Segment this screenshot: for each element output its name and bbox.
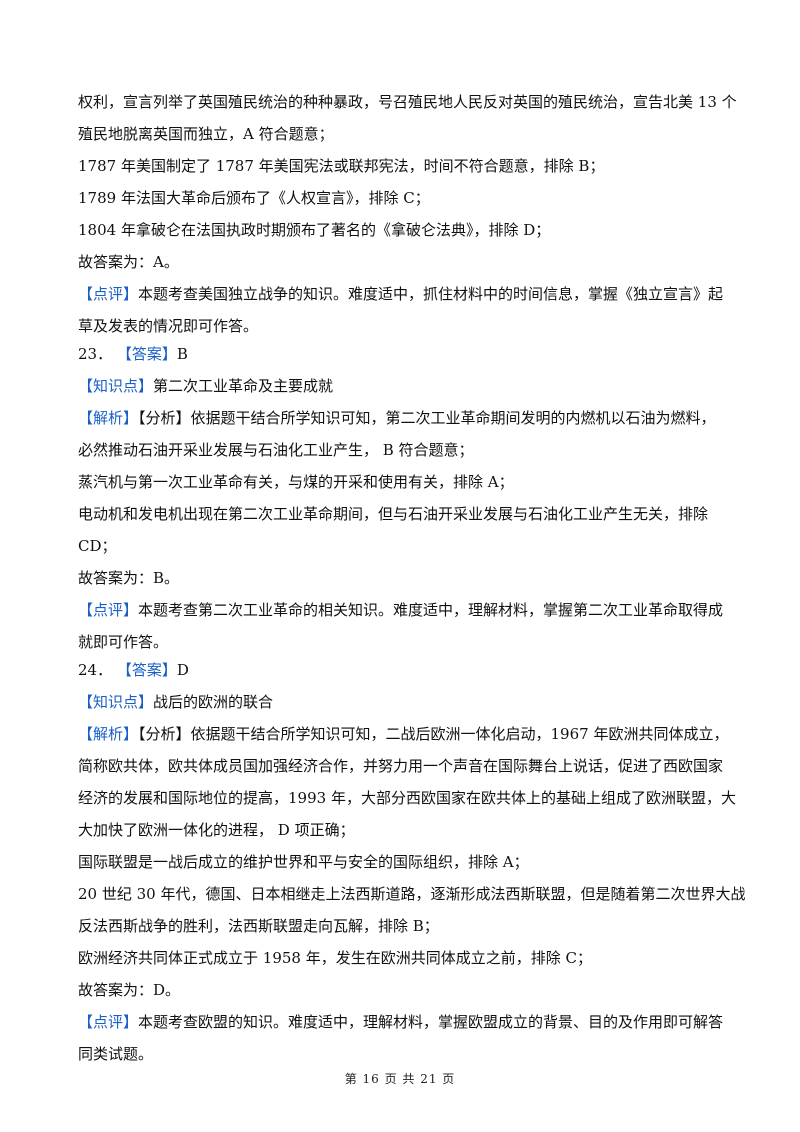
text-line: CD； bbox=[78, 537, 117, 555]
text-line: 殖民地脱离英国而独立，A 符合题意； bbox=[78, 125, 334, 143]
comment-text: 本题考查欧盟的知识。难度适中，理解材料，掌握欧盟成立的背景、目的及作用即可解答 bbox=[138, 1013, 724, 1031]
answer-tag: 【答案】 bbox=[116, 345, 177, 363]
knowledge-point-line: 【知识点】第二次工业革命及主要成就 bbox=[78, 375, 728, 397]
knowledge-point-tag: 【知识点】 bbox=[78, 693, 154, 711]
comment-text: 本题考查美国独立战争的知识。难度适中，抓住材料中的时间信息，掌握《独立宣言》起 bbox=[138, 285, 724, 303]
text-line: 20 世纪 30 年代，德国、日本相继走上法西斯道路，逐渐形成法西斯联盟，但是随… bbox=[78, 885, 746, 903]
text-line: 大加快了欧洲一体化的进程， D 项正确； bbox=[78, 821, 355, 839]
text-line: 1789 年法国大革命后颁布了《人权宣言》，排除 C； bbox=[78, 189, 430, 207]
answer-tag: 【答案】 bbox=[116, 661, 177, 679]
text-line: 就即可作答。 bbox=[78, 633, 169, 651]
analysis-line: 【解析】【分析】依据题干结合所学知识可知，二战后欧洲一体化启动，1967 年欧洲… bbox=[78, 723, 728, 745]
text-line: 草及发表的情况即可作答。 bbox=[78, 317, 259, 335]
text-line: 经济的发展和国际地位的提高，1993 年，大部分西欧国家在欧共体上的基础上组成了… bbox=[78, 789, 736, 807]
comment-text: 本题考查第二次工业革命的相关知识。难度适中，理解材料，掌握第二次工业革命取得成 bbox=[138, 601, 724, 619]
analysis-tag: 【解析】 bbox=[78, 409, 139, 427]
knowledge-point-line: 【知识点】战后的欧洲的联合 bbox=[78, 691, 728, 713]
text-line: 同类试题。 bbox=[78, 1045, 154, 1063]
answer-value: D bbox=[176, 661, 189, 679]
text-line: 蒸汽机与第一次工业革命有关，与煤的开采和使用有关，排除 A； bbox=[78, 473, 514, 491]
comment-tag: 【点评】 bbox=[78, 285, 139, 303]
answer-line: 24． 【答案】D bbox=[78, 659, 728, 681]
text-line: 权利，宣言列举了英国殖民统治的种种暴政，号召殖民地人民反对英国的殖民统治，宣告北… bbox=[78, 93, 737, 111]
knowledge-point-text: 战后的欧洲的联合 bbox=[153, 693, 274, 711]
text-line: 电动机和发电机出现在第二次工业革命期间，但与石油开采业发展与石油化工业产生无关，… bbox=[78, 505, 709, 523]
knowledge-point-text: 第二次工业革命及主要成就 bbox=[153, 377, 334, 395]
knowledge-point-tag: 【知识点】 bbox=[78, 377, 154, 395]
text-line: 1804 年拿破仑在法国执政时期颁布了著名的《拿破仑法典》，排除 D； bbox=[78, 221, 551, 239]
analysis-tag: 【解析】 bbox=[78, 725, 139, 743]
text-line: 故答案为：A。 bbox=[78, 253, 179, 271]
analysis-text: 【分析】依据题干结合所学知识可知，二战后欧洲一体化启动，1967 年欧洲共同体成… bbox=[138, 725, 729, 743]
comment-line: 【点评】本题考查欧盟的知识。难度适中，理解材料，掌握欧盟成立的背景、目的及作用即… bbox=[78, 1011, 728, 1033]
text-line: 欧洲经济共同体正式成立于 1958 年，发生在欧洲共同体成立之前，排除 C； bbox=[78, 949, 592, 967]
answer-value: B bbox=[176, 345, 188, 363]
text-line: 故答案为：B。 bbox=[78, 569, 180, 587]
answer-line: 23． 【答案】B bbox=[78, 343, 728, 365]
text-line: 简称欧共体，欧共体成员国加强经济合作，并努力用一个声音在国际舞台上说话，促进了西… bbox=[78, 757, 724, 775]
text-line: 故答案为：D。 bbox=[78, 981, 181, 999]
question-number: 24． bbox=[78, 661, 113, 679]
comment-tag: 【点评】 bbox=[78, 601, 139, 619]
text-line: 国际联盟是一战后成立的维护世界和平与安全的国际组织，排除 A； bbox=[78, 853, 529, 871]
text-line: 1787 年美国制定了 1787 年美国宪法或联邦宪法，时间不符合题意，排除 B… bbox=[78, 157, 605, 175]
page-footer: 第 16 页 共 21 页 bbox=[344, 1072, 456, 1086]
comment-tag: 【点评】 bbox=[78, 1013, 139, 1031]
text-line: 必然推动石油开采业发展与石油化工业产生， B 符合题意； bbox=[78, 441, 474, 459]
analysis-text: 【分析】依据题干结合所学知识可知，第二次工业革命期间发明的内燃机以石油为燃料， bbox=[138, 409, 716, 427]
comment-line: 【点评】本题考查第二次工业革命的相关知识。难度适中，理解材料，掌握第二次工业革命… bbox=[78, 599, 728, 621]
comment-line: 【点评】本题考查美国独立战争的知识。难度适中，抓住材料中的时间信息，掌握《独立宣… bbox=[78, 283, 728, 305]
text-line: 反法西斯战争的胜利，法西斯联盟走向瓦解，排除 B； bbox=[78, 917, 439, 935]
analysis-line: 【解析】【分析】依据题干结合所学知识可知，第二次工业革命期间发明的内燃机以石油为… bbox=[78, 407, 728, 429]
question-number: 23． bbox=[78, 345, 113, 363]
